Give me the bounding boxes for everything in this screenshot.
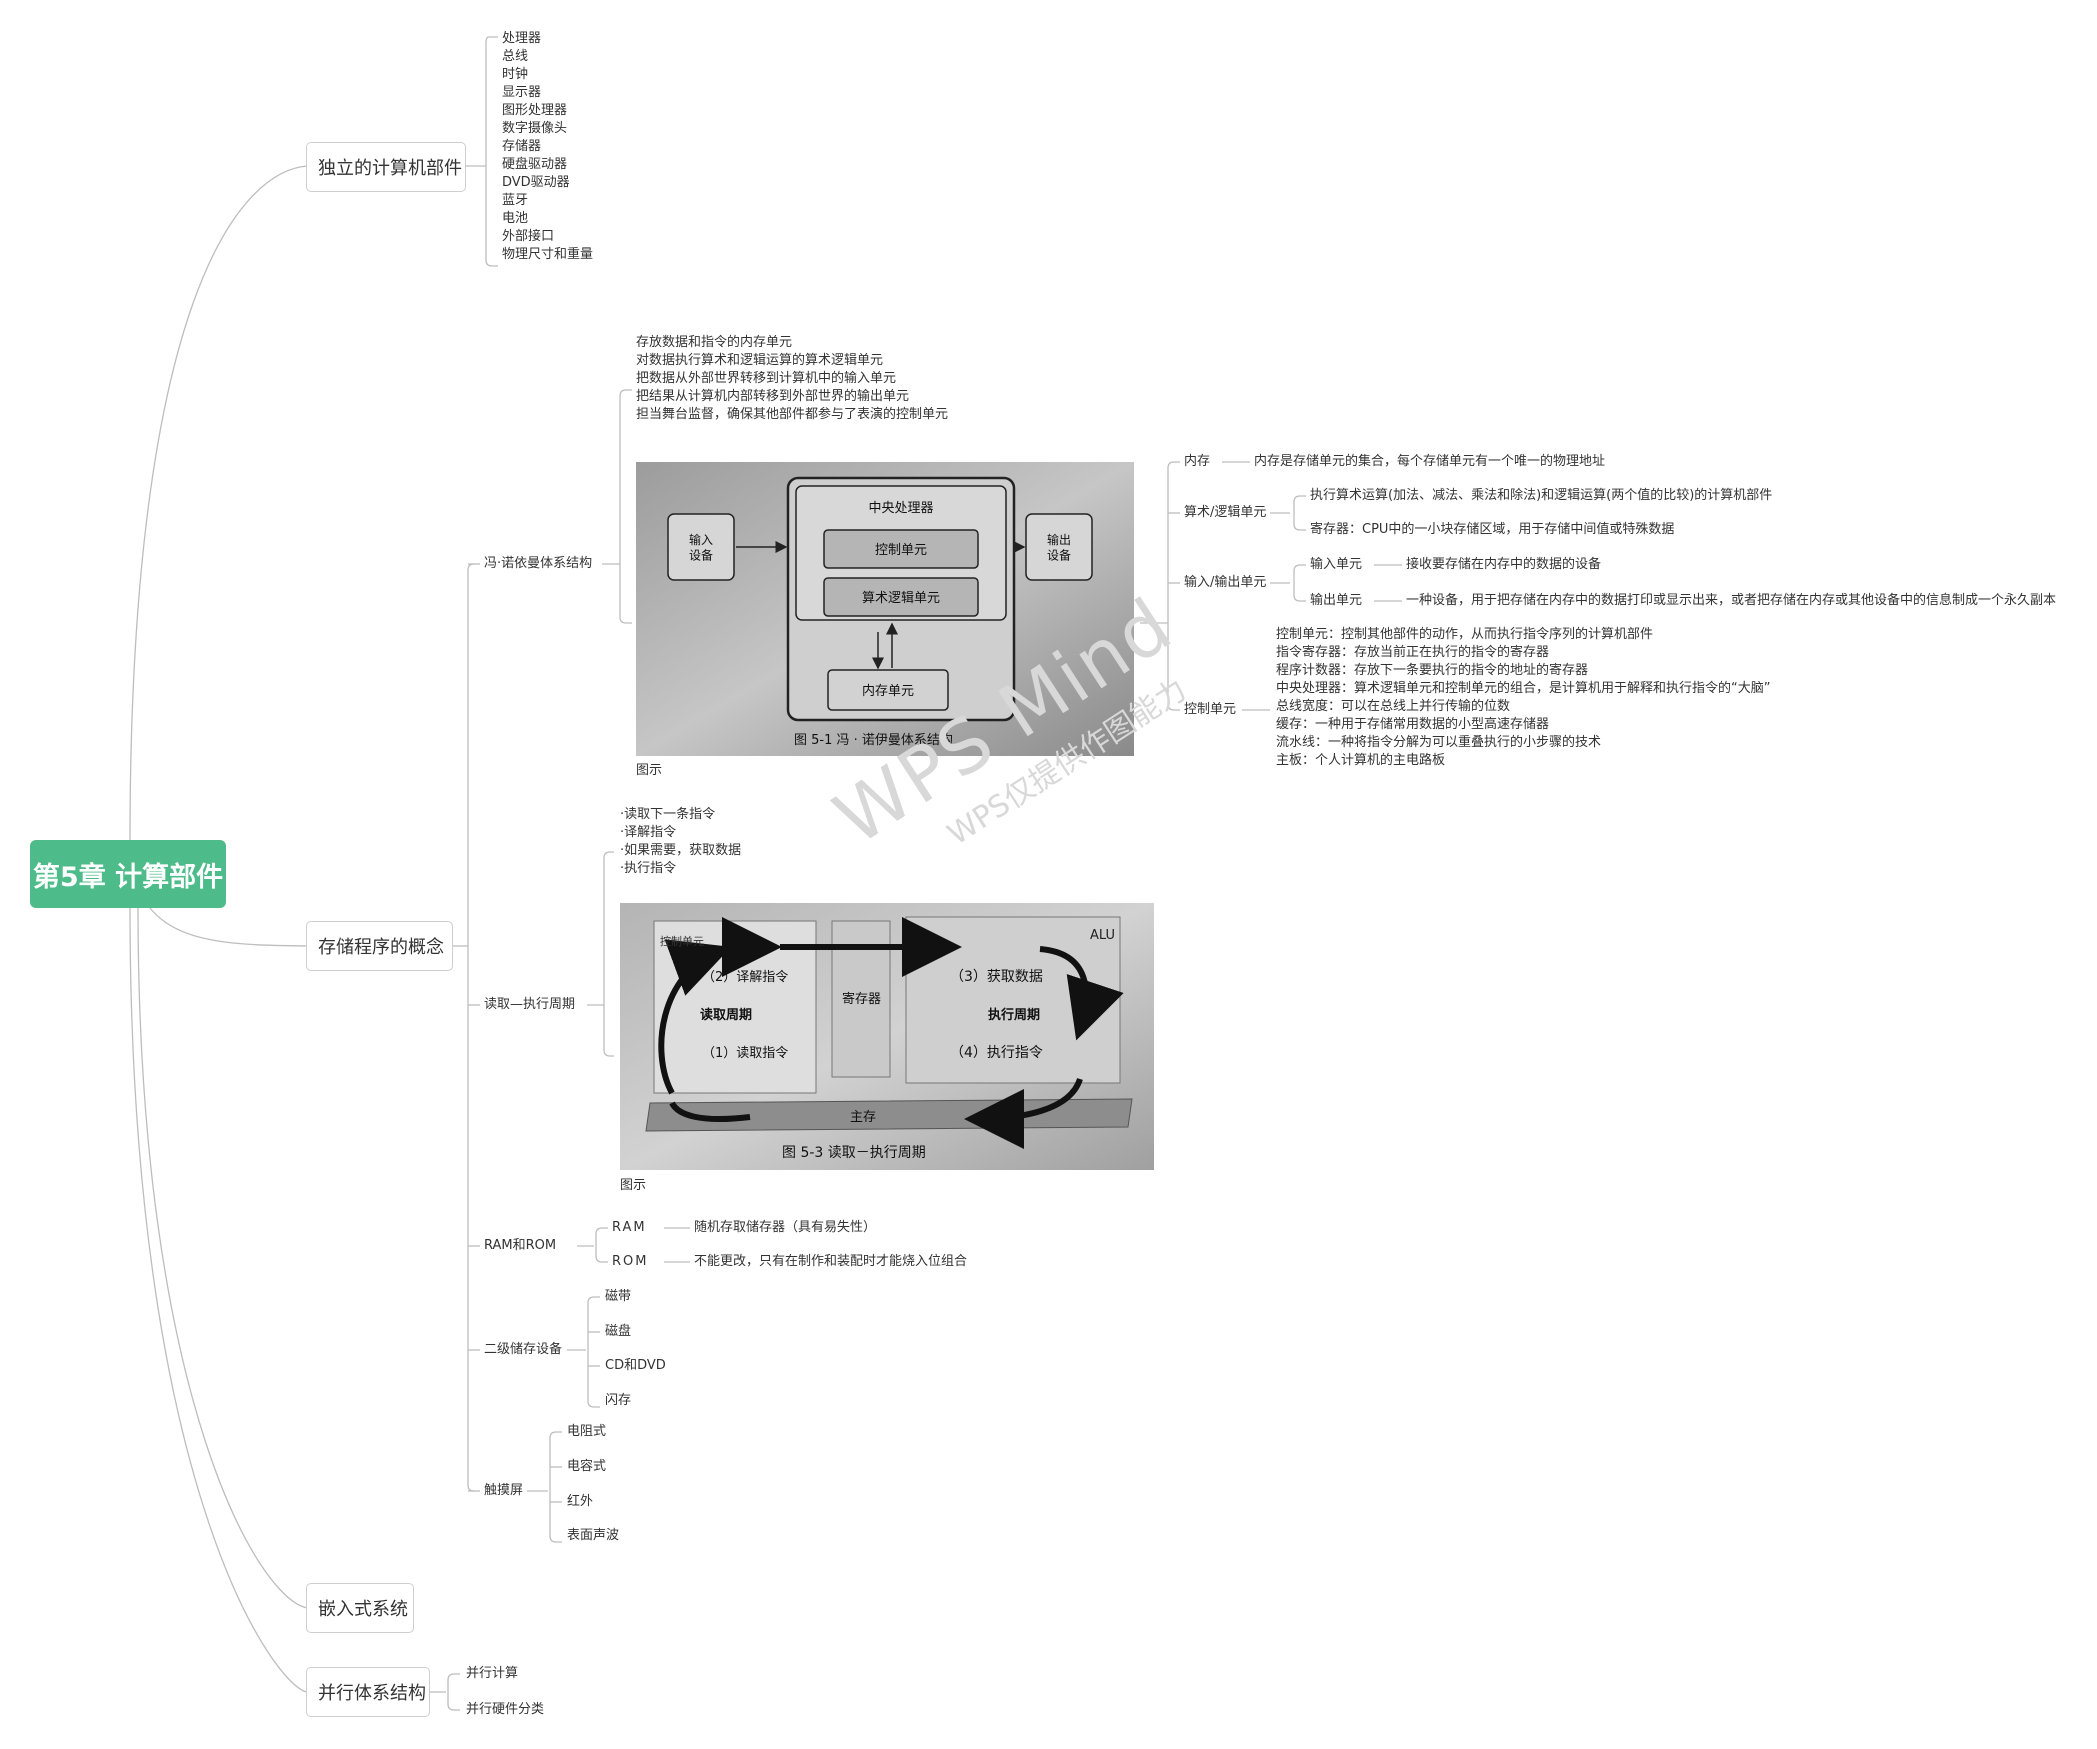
fig2-fetch-cycle-label: 读取周期: [700, 1007, 752, 1023]
fig1-alu-label: 算术逻辑单元: [862, 591, 940, 606]
component-item[interactable]: 蓝牙: [502, 193, 529, 208]
note-line[interactable]: 把数据从外部世界转移到计算机中的输入单元: [636, 371, 897, 386]
alu-box: [823, 577, 979, 617]
fig2-alu-label: ALU: [1090, 928, 1115, 943]
component-item[interactable]: 显示器: [502, 85, 542, 100]
fetch-step[interactable]: ·如果需要，获取数据: [620, 843, 742, 858]
output-device-box: [1025, 513, 1093, 581]
control-note[interactable]: 总线宽度：可以在总线上并行传输的位数: [1276, 699, 1511, 714]
figure-caption: 图示: [620, 1178, 647, 1193]
fetch-step[interactable]: ·执行指令: [620, 861, 677, 876]
input-unit-desc[interactable]: 接收要存储在内存中的数据的设备: [1406, 557, 1602, 572]
ram-desc[interactable]: 随机存取储存器（具有易失性）: [694, 1220, 877, 1235]
topic-ram-rom[interactable]: RAM和ROM: [484, 1238, 557, 1253]
secondary-item[interactable]: 磁盘: [605, 1324, 632, 1339]
topic-control-unit[interactable]: 控制单元: [1184, 702, 1237, 717]
component-item[interactable]: DVD驱动器: [502, 175, 570, 190]
topic-secondary-storage[interactable]: 二级储存设备: [484, 1342, 563, 1357]
component-item[interactable]: 电池: [502, 211, 529, 226]
von-neumann-notes: 存放数据和指令的内存单元 对数据执行算术和逻辑运算的算术逻辑单元 把数据从外部世…: [636, 334, 948, 424]
fetch-execute-figure: 控制单元 ALU （2）译解指令 读取周期 （1）读取指令 寄存器 （3）获取数…: [620, 903, 1154, 1170]
root-topic[interactable]: 第5章 计算部件: [30, 840, 226, 908]
fig2-get-data-label: （3）获取数据: [950, 969, 1043, 985]
memory-unit-box: [827, 669, 949, 711]
components-list: 处理器 总线 时钟 显示器 图形处理器 数字摄像头 存储器 硬盘驱动器 DVD驱…: [502, 30, 593, 264]
fig2-main-memory-label: 主存: [850, 1110, 876, 1125]
touch-item[interactable]: 电阻式: [567, 1424, 607, 1439]
rom-desc[interactable]: 不能更改，只有在制作和装配时才能烧入位组合: [694, 1254, 968, 1269]
control-note[interactable]: 缓存：一种用于存储常用数据的小型高速存储器: [1276, 717, 1550, 732]
fetch-step[interactable]: ·译解指令: [620, 825, 677, 840]
fig2-fetch-instr-label: （1）读取指令: [702, 1046, 788, 1061]
control-note[interactable]: 主板：个人计算机的主电路板: [1276, 753, 1446, 768]
ram-label[interactable]: RAM: [612, 1220, 647, 1235]
parallel-item[interactable]: 并行计算: [466, 1666, 519, 1681]
control-note[interactable]: 中央处理器：算术逻辑单元和控制单元的组合，是计算机用于解释和执行指令的“大脑”: [1276, 681, 1771, 696]
component-item[interactable]: 图形处理器: [502, 103, 568, 118]
fetch-step[interactable]: ·读取下一条指令: [620, 807, 716, 822]
note-line[interactable]: 存放数据和指令的内存单元: [636, 335, 793, 350]
touch-item[interactable]: 电容式: [567, 1459, 607, 1474]
control-note[interactable]: 指令寄存器：存放当前正在执行的指令的寄存器: [1276, 645, 1550, 660]
rom-label[interactable]: ROM: [612, 1254, 649, 1269]
control-note[interactable]: 程序计数器：存放下一条要执行的指令的地址的寄存器: [1276, 663, 1589, 678]
fig1-control-label: 控制单元: [875, 543, 927, 558]
fig1-memory-label: 内存单元: [862, 683, 914, 699]
secondary-item[interactable]: CD和DVD: [605, 1358, 666, 1373]
fig2-control-label: 控制单元: [660, 934, 704, 948]
topic-io-unit[interactable]: 输入/输出单元: [1184, 575, 1267, 590]
component-item[interactable]: 物理尺寸和重量: [502, 247, 594, 262]
component-item[interactable]: 存储器: [502, 139, 542, 154]
fetch-steps: ·读取下一条指令 ·译解指令 ·如果需要，获取数据 ·执行指令: [620, 806, 741, 878]
control-unit-box: [823, 529, 979, 569]
component-item[interactable]: 硬盘驱动器: [502, 157, 568, 172]
alu-item[interactable]: 执行算术运算(加法、减法、乘法和除法)和逻辑运算(两个值的比较)的计算机部件: [1310, 488, 1773, 503]
fig2-register-label: 寄存器: [842, 991, 881, 1007]
component-item[interactable]: 时钟: [502, 67, 529, 82]
fig2-exec-instr-label: （4）执行指令: [950, 1045, 1043, 1061]
component-item[interactable]: 总线: [502, 49, 529, 64]
topic-parallel[interactable]: 并行体系结构: [306, 1667, 430, 1717]
topic-embedded[interactable]: 嵌入式系统: [306, 1583, 414, 1633]
fig1-caption: 图 5-1 冯 · 诺伊曼体系结构: [794, 733, 953, 748]
control-note[interactable]: 流水线：一种将指令分解为可以重叠执行的小步骤的技术: [1276, 735, 1602, 750]
parallel-item[interactable]: 并行硬件分类: [466, 1702, 545, 1717]
component-item[interactable]: 处理器: [502, 31, 542, 46]
von-neumann-figure: 中央处理器 控制单元 算术逻辑单元 内存单元 输入设备 输出设备 图 5-1 冯…: [636, 462, 1134, 756]
touch-item[interactable]: 表面声波: [567, 1528, 620, 1543]
input-device-box: [667, 513, 735, 581]
topic-components[interactable]: 独立的计算机部件: [306, 142, 466, 192]
fig1-cpu-label: 中央处理器: [868, 501, 933, 516]
control-unit-notes: 控制单元：控制其他部件的动作，从而执行指令序列的计算机部件 指令寄存器：存放当前…: [1276, 626, 1770, 770]
input-unit-label[interactable]: 输入单元: [1310, 557, 1363, 572]
memory-desc[interactable]: 内存是存储单元的集合，每个存储单元有一个唯一的物理地址: [1254, 454, 1606, 469]
note-line[interactable]: 对数据执行算术和逻辑运算的算术逻辑单元: [636, 353, 884, 368]
component-item[interactable]: 数字摄像头: [502, 121, 568, 136]
secondary-item[interactable]: 磁带: [605, 1289, 632, 1304]
fig2-decode-label: （2）译解指令: [702, 970, 788, 985]
topic-alu[interactable]: 算术/逻辑单元: [1184, 505, 1267, 520]
fig1-output-label: 输出设备: [1047, 532, 1071, 563]
topic-stored-program[interactable]: 存储程序的概念: [306, 921, 453, 971]
topic-memory[interactable]: 内存: [1184, 454, 1211, 469]
secondary-item[interactable]: 闪存: [605, 1393, 632, 1408]
control-note[interactable]: 控制单元：控制其他部件的动作，从而执行指令序列的计算机部件: [1276, 627, 1654, 642]
figure-caption: 图示: [636, 763, 663, 778]
topic-fetch-execute[interactable]: 读取—执行周期: [484, 997, 576, 1012]
note-line[interactable]: 把结果从计算机内部转移到外部世界的输出单元: [636, 389, 910, 404]
output-unit-desc[interactable]: 一种设备，用于把存储在内存中的数据打印或显示出来，或者把存储在内存或其他设备中的…: [1406, 593, 2057, 608]
fig2-exec-cycle-label: 执行周期: [988, 1007, 1040, 1023]
register-block: [831, 920, 891, 1078]
note-line[interactable]: 担当舞台监督，确保其他部件都参与了表演的控制单元: [636, 407, 949, 422]
component-item[interactable]: 外部接口: [502, 229, 555, 244]
topic-touchscreen[interactable]: 触摸屏: [484, 1483, 524, 1498]
alu-item[interactable]: 寄存器：CPU中的一小块存储区域，用于存储中间值或特殊数据: [1310, 522, 1675, 537]
touch-item[interactable]: 红外: [567, 1494, 594, 1509]
output-unit-label[interactable]: 输出单元: [1310, 593, 1363, 608]
fig2-caption: 图 5-3 读取－执行周期: [782, 1144, 926, 1161]
topic-von-neumann[interactable]: 冯·诺依曼体系结构: [484, 556, 593, 571]
fig1-input-label: 输入设备: [689, 532, 713, 563]
